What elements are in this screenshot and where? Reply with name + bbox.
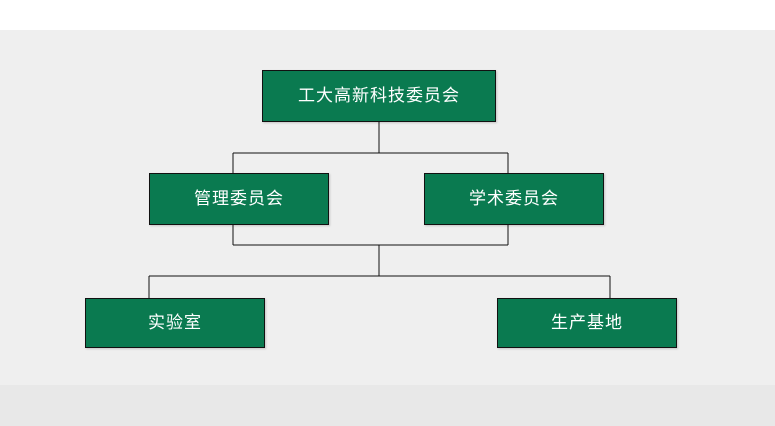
org-node-academic-committee[interactable]: 学术委员会 [424,173,604,225]
org-node-management-committee-label: 管理委员会 [194,188,284,209]
org-node-management-committee[interactable]: 管理委员会 [149,173,329,225]
org-node-laboratory-label: 实验室 [148,312,202,333]
org-node-root-label: 工大高新科技委员会 [298,85,460,106]
org-node-academic-committee-label: 学术委员会 [469,188,559,209]
slide-background-lower [0,385,775,426]
org-node-production-base[interactable]: 生产基地 [497,298,677,348]
org-node-root[interactable]: 工大高新科技委员会 [262,70,496,122]
org-node-laboratory[interactable]: 实验室 [85,298,265,348]
org-node-production-base-label: 生产基地 [551,312,623,333]
